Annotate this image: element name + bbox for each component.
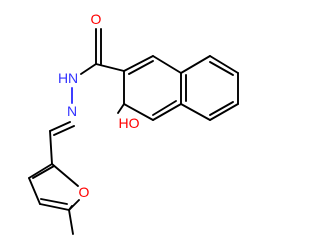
amide-hydrogen-label: H bbox=[58, 70, 68, 86]
hydroxyl-label: HO bbox=[119, 115, 140, 131]
bond-line bbox=[152, 103, 182, 121]
imine-nitrogen-label: N bbox=[67, 103, 77, 119]
bond-lines bbox=[28, 28, 239, 235]
bond-line bbox=[209, 61, 234, 76]
carbonyl-oxygen-label: O bbox=[91, 11, 102, 27]
bond-line bbox=[128, 60, 154, 75]
bond-line bbox=[209, 101, 234, 116]
bond-line bbox=[95, 63, 125, 72]
bond-line bbox=[80, 63, 97, 75]
bond-line bbox=[152, 55, 182, 74]
bond-line bbox=[28, 177, 41, 205]
bond-line bbox=[39, 203, 70, 211]
bond-line bbox=[209, 103, 239, 121]
bond-line bbox=[209, 55, 239, 74]
bond-line bbox=[68, 209, 74, 235]
bond-line bbox=[123, 103, 154, 121]
bond-line bbox=[51, 163, 79, 187]
bond-line bbox=[49, 130, 53, 165]
furan-oxygen-label: O bbox=[79, 184, 90, 200]
chemical-structure-diagram: O N H N HO O bbox=[28, 11, 239, 235]
amide-nitrogen-label: N bbox=[68, 70, 78, 86]
bond-line bbox=[117, 103, 125, 114]
bond-line bbox=[180, 103, 211, 121]
bond-line bbox=[53, 125, 75, 136]
bond-line bbox=[32, 165, 55, 179]
bond-line bbox=[28, 163, 53, 179]
bond-line bbox=[40, 198, 68, 205]
bond-line bbox=[68, 199, 80, 211]
bond-line bbox=[49, 121, 71, 132]
bond-line bbox=[152, 100, 177, 116]
bond-line bbox=[180, 55, 211, 74]
bond-line bbox=[123, 55, 154, 72]
